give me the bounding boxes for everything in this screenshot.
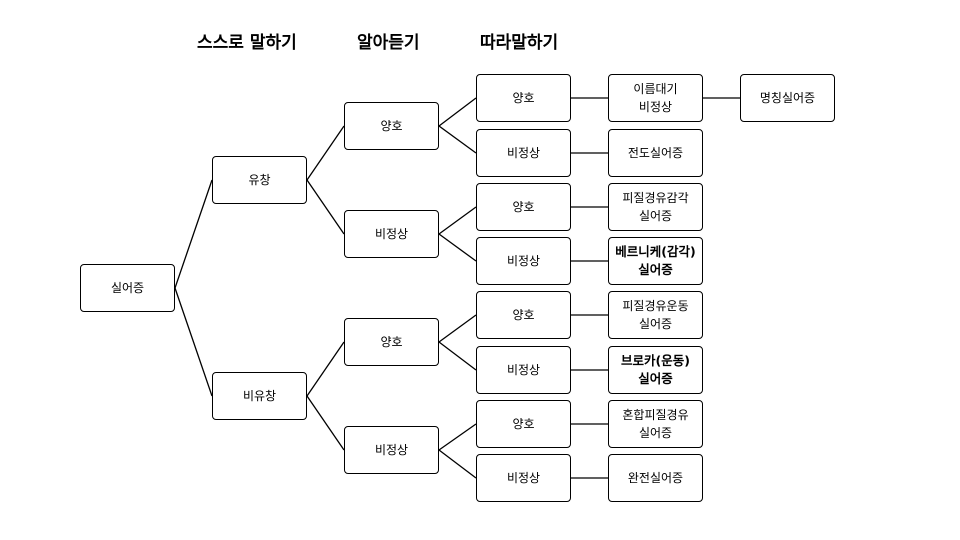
node-repetition-abnormal-2: 비정상 (476, 237, 571, 285)
connector-line-7 (438, 97, 477, 127)
node-nonfluent-comprehension-good: 양호 (344, 318, 439, 366)
connector-line-5 (306, 341, 345, 397)
node-global-aphasia: 완전실어증 (608, 454, 703, 502)
node-fluent-comprehension-abnormal: 비정상 (344, 210, 439, 258)
node-conduction-aphasia: 전도실어증 (608, 129, 703, 177)
connector-line-1 (174, 179, 213, 289)
connector-line-13 (438, 423, 477, 451)
connector-line-10 (438, 233, 477, 262)
node-repetition-good-4: 양호 (476, 400, 571, 448)
connector-line-11 (438, 314, 477, 343)
header-spontaneous-speech: 스스로 말하기 (197, 33, 297, 53)
node-nonfluent: 비유창 (212, 372, 307, 420)
connector-line-4 (306, 179, 345, 235)
node-naming-abnormal: 이름대기 비정상 (608, 74, 703, 122)
node-repetition-good-2: 양호 (476, 183, 571, 231)
connector-line-2 (174, 287, 213, 397)
node-broca-aphasia: 브로카(운동) 실어증 (608, 346, 703, 394)
node-transcortical-motor-aphasia: 피질경유운동 실어증 (608, 291, 703, 339)
node-transcortical-sensory-aphasia: 피질경유감각 실어증 (608, 183, 703, 231)
connector-line-3 (306, 125, 345, 181)
connector-line-8 (438, 125, 477, 154)
node-repetition-good-3: 양호 (476, 291, 571, 339)
node-fluent-comprehension-good: 양호 (344, 102, 439, 150)
node-fluent: 유창 (212, 156, 307, 204)
node-aphasia-root: 실어증 (80, 264, 175, 312)
node-repetition-abnormal-3: 비정상 (476, 346, 571, 394)
connector-line-14 (438, 449, 477, 479)
connector-line-6 (306, 395, 345, 451)
connector-line-12 (438, 341, 477, 371)
node-nonfluent-comprehension-abnormal: 비정상 (344, 426, 439, 474)
node-mixed-transcortical-aphasia: 혼합피질경유 실어증 (608, 400, 703, 448)
node-repetition-good-1: 양호 (476, 74, 571, 122)
connector-line-9 (438, 206, 477, 235)
node-anomic-aphasia: 명칭실어증 (740, 74, 835, 122)
node-repetition-abnormal-1: 비정상 (476, 129, 571, 177)
header-repetition: 따라말하기 (480, 33, 559, 53)
header-comprehension: 알아듣기 (357, 33, 420, 53)
node-wernicke-aphasia: 베르니케(감각) 실어증 (608, 237, 703, 285)
node-repetition-abnormal-4: 비정상 (476, 454, 571, 502)
